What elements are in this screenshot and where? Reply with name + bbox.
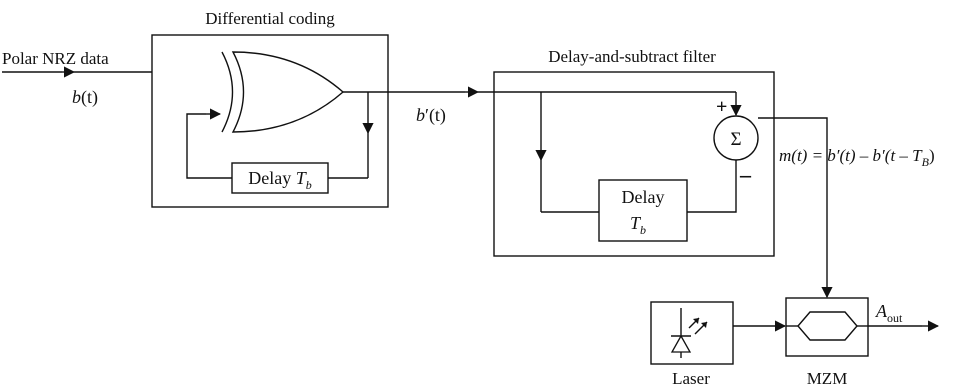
bprime-signal: b′(t): [416, 105, 446, 126]
input-signal: b(t): [72, 87, 98, 108]
laser-box: [650, 301, 734, 365]
xor-gate: [221, 51, 345, 133]
filter-title: Delay-and-subtract filter: [548, 47, 716, 66]
delay-to-sum-wire: [687, 160, 737, 213]
laser-label: Laser: [672, 369, 710, 388]
filter-delay-box: [598, 179, 688, 242]
sum-output-wire: [758, 117, 828, 275]
minus-sign: –: [739, 162, 752, 187]
sum-symbol: Σ: [730, 129, 741, 150]
filter-delay-label: Delay: [622, 187, 665, 207]
filter-delay-symbol: Tb: [630, 213, 646, 237]
output-signal: Aout: [875, 301, 903, 325]
input-label: Polar NRZ data: [2, 49, 109, 68]
feedback-return-wire: [186, 113, 232, 179]
diff-delay-label: Delay Tb: [248, 168, 312, 192]
mzm-interferometer-icon: [786, 311, 868, 341]
plus-sign: +: [716, 96, 727, 118]
differential-coding-title: Differential coding: [205, 9, 335, 28]
output-equation: m(t) = b′(t) – b′(t – TB): [779, 146, 935, 169]
laser-diode-icon: [670, 308, 708, 358]
mzm-label: MZM: [807, 369, 848, 388]
